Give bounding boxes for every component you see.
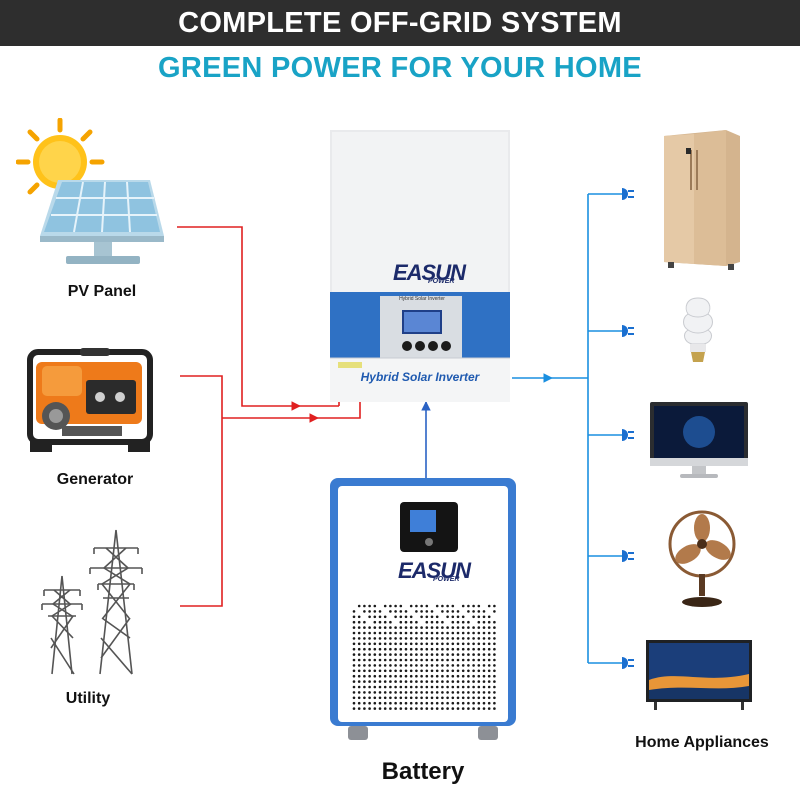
inverter-panel-caption: Hybrid Solar Inverter [399,296,445,302]
page-subtitle: GREEN POWER FOR YOUR HOME [158,52,642,84]
inverter-brand-sub: POWER [428,278,455,285]
solar-panel-icon [15,117,166,270]
inverter-label: Hybrid Solar Inverter [360,370,480,384]
monitor-icon [650,402,748,482]
battery-brand-logo: EASUN [398,558,471,583]
source-label-generator: Generator [56,471,134,488]
power-tower-icon [36,528,160,676]
battery-brand-sub: POWER [433,576,460,583]
ac-output-line [512,188,634,669]
header-bar: COMPLETE OFF-GRID SYSTEM [0,0,800,46]
hybrid-solar-inverter: EASUN POWER Hybrid Solar Inverter Hybrid… [330,130,510,402]
page-title: COMPLETE OFF-GRID SYSTEM [178,6,622,39]
generator-icon [22,340,158,462]
battery-vent-grille [352,604,496,710]
inverter-brand-logo: EASUN [393,260,466,285]
source-label-pv: PV Panel [67,283,137,300]
appliances-label: Home Appliances [635,734,769,751]
ac-input-line [180,375,361,607]
pv-input-line [177,226,340,411]
fan-icon [668,510,736,608]
light-bulb-icon [676,296,720,364]
battery-unit: EASUN POWER [330,478,516,746]
television-icon [646,640,752,712]
refrigerator-icon [656,130,744,270]
source-label-utility: Utility [65,690,111,707]
battery-label: Battery [381,758,465,785]
